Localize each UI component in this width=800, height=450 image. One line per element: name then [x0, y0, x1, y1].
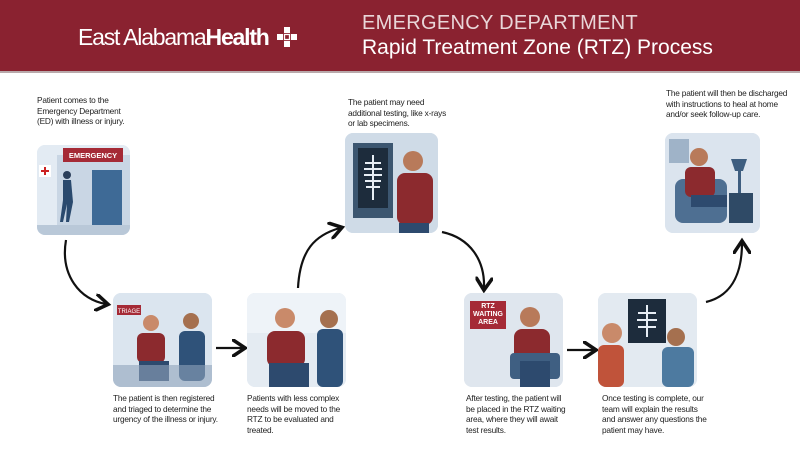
step-7-caption: The patient will then be discharged with…: [666, 88, 788, 120]
step-1-caption: Patient comes to the Emergency Departmen…: [37, 95, 125, 127]
department-title: EMERGENCY DEPARTMENT: [362, 12, 639, 34]
process-title: Rapid Treatment Zone (RTZ) Process: [362, 36, 713, 59]
arrow-6-7: [705, 243, 742, 304]
step-5-caption: After testing, the patient will be place…: [466, 393, 566, 435]
step-7-discharge-home-illustration: [665, 133, 760, 233]
emergency-sign: EMERGENCY: [69, 151, 117, 160]
cross-logo-icon: [276, 27, 297, 47]
step-4-caption: The patient may need additional testing,…: [348, 97, 447, 129]
arrow-1-2: [63, 239, 106, 304]
step-4-xray-illustration: [345, 133, 438, 233]
logo-text-light: East Alabama: [78, 24, 207, 50]
step-6-results-explanation-illustration: [598, 293, 697, 387]
step-2-caption: The patient is then registered and triag…: [113, 393, 218, 425]
rtz-waiting-area-sign: RTZ WAITING AREA: [470, 301, 506, 329]
step-2-triage-illustration: TRIAGE: [113, 293, 212, 387]
step-6-caption: Once testing is complete, our team will …: [602, 393, 707, 435]
logo-text-bold: Health: [205, 24, 270, 50]
arrow-3-4: [296, 228, 340, 289]
header-banner: East AlabamaHealth EMERGENCY DEPARTMENT …: [0, 0, 800, 73]
arrow-4-5: [441, 230, 484, 288]
triage-sign: TRIAGE: [118, 309, 140, 315]
step-3-caption: Patients with less complex needs will be…: [247, 393, 341, 435]
step-1-emergency-entrance-illustration: EMERGENCY: [37, 145, 130, 235]
step-5-waiting-area-illustration: RTZ WAITING AREA: [464, 293, 563, 387]
step-3-rtz-evaluation-illustration: [247, 293, 346, 387]
east-alabama-health-logo: East AlabamaHealth: [78, 24, 297, 51]
